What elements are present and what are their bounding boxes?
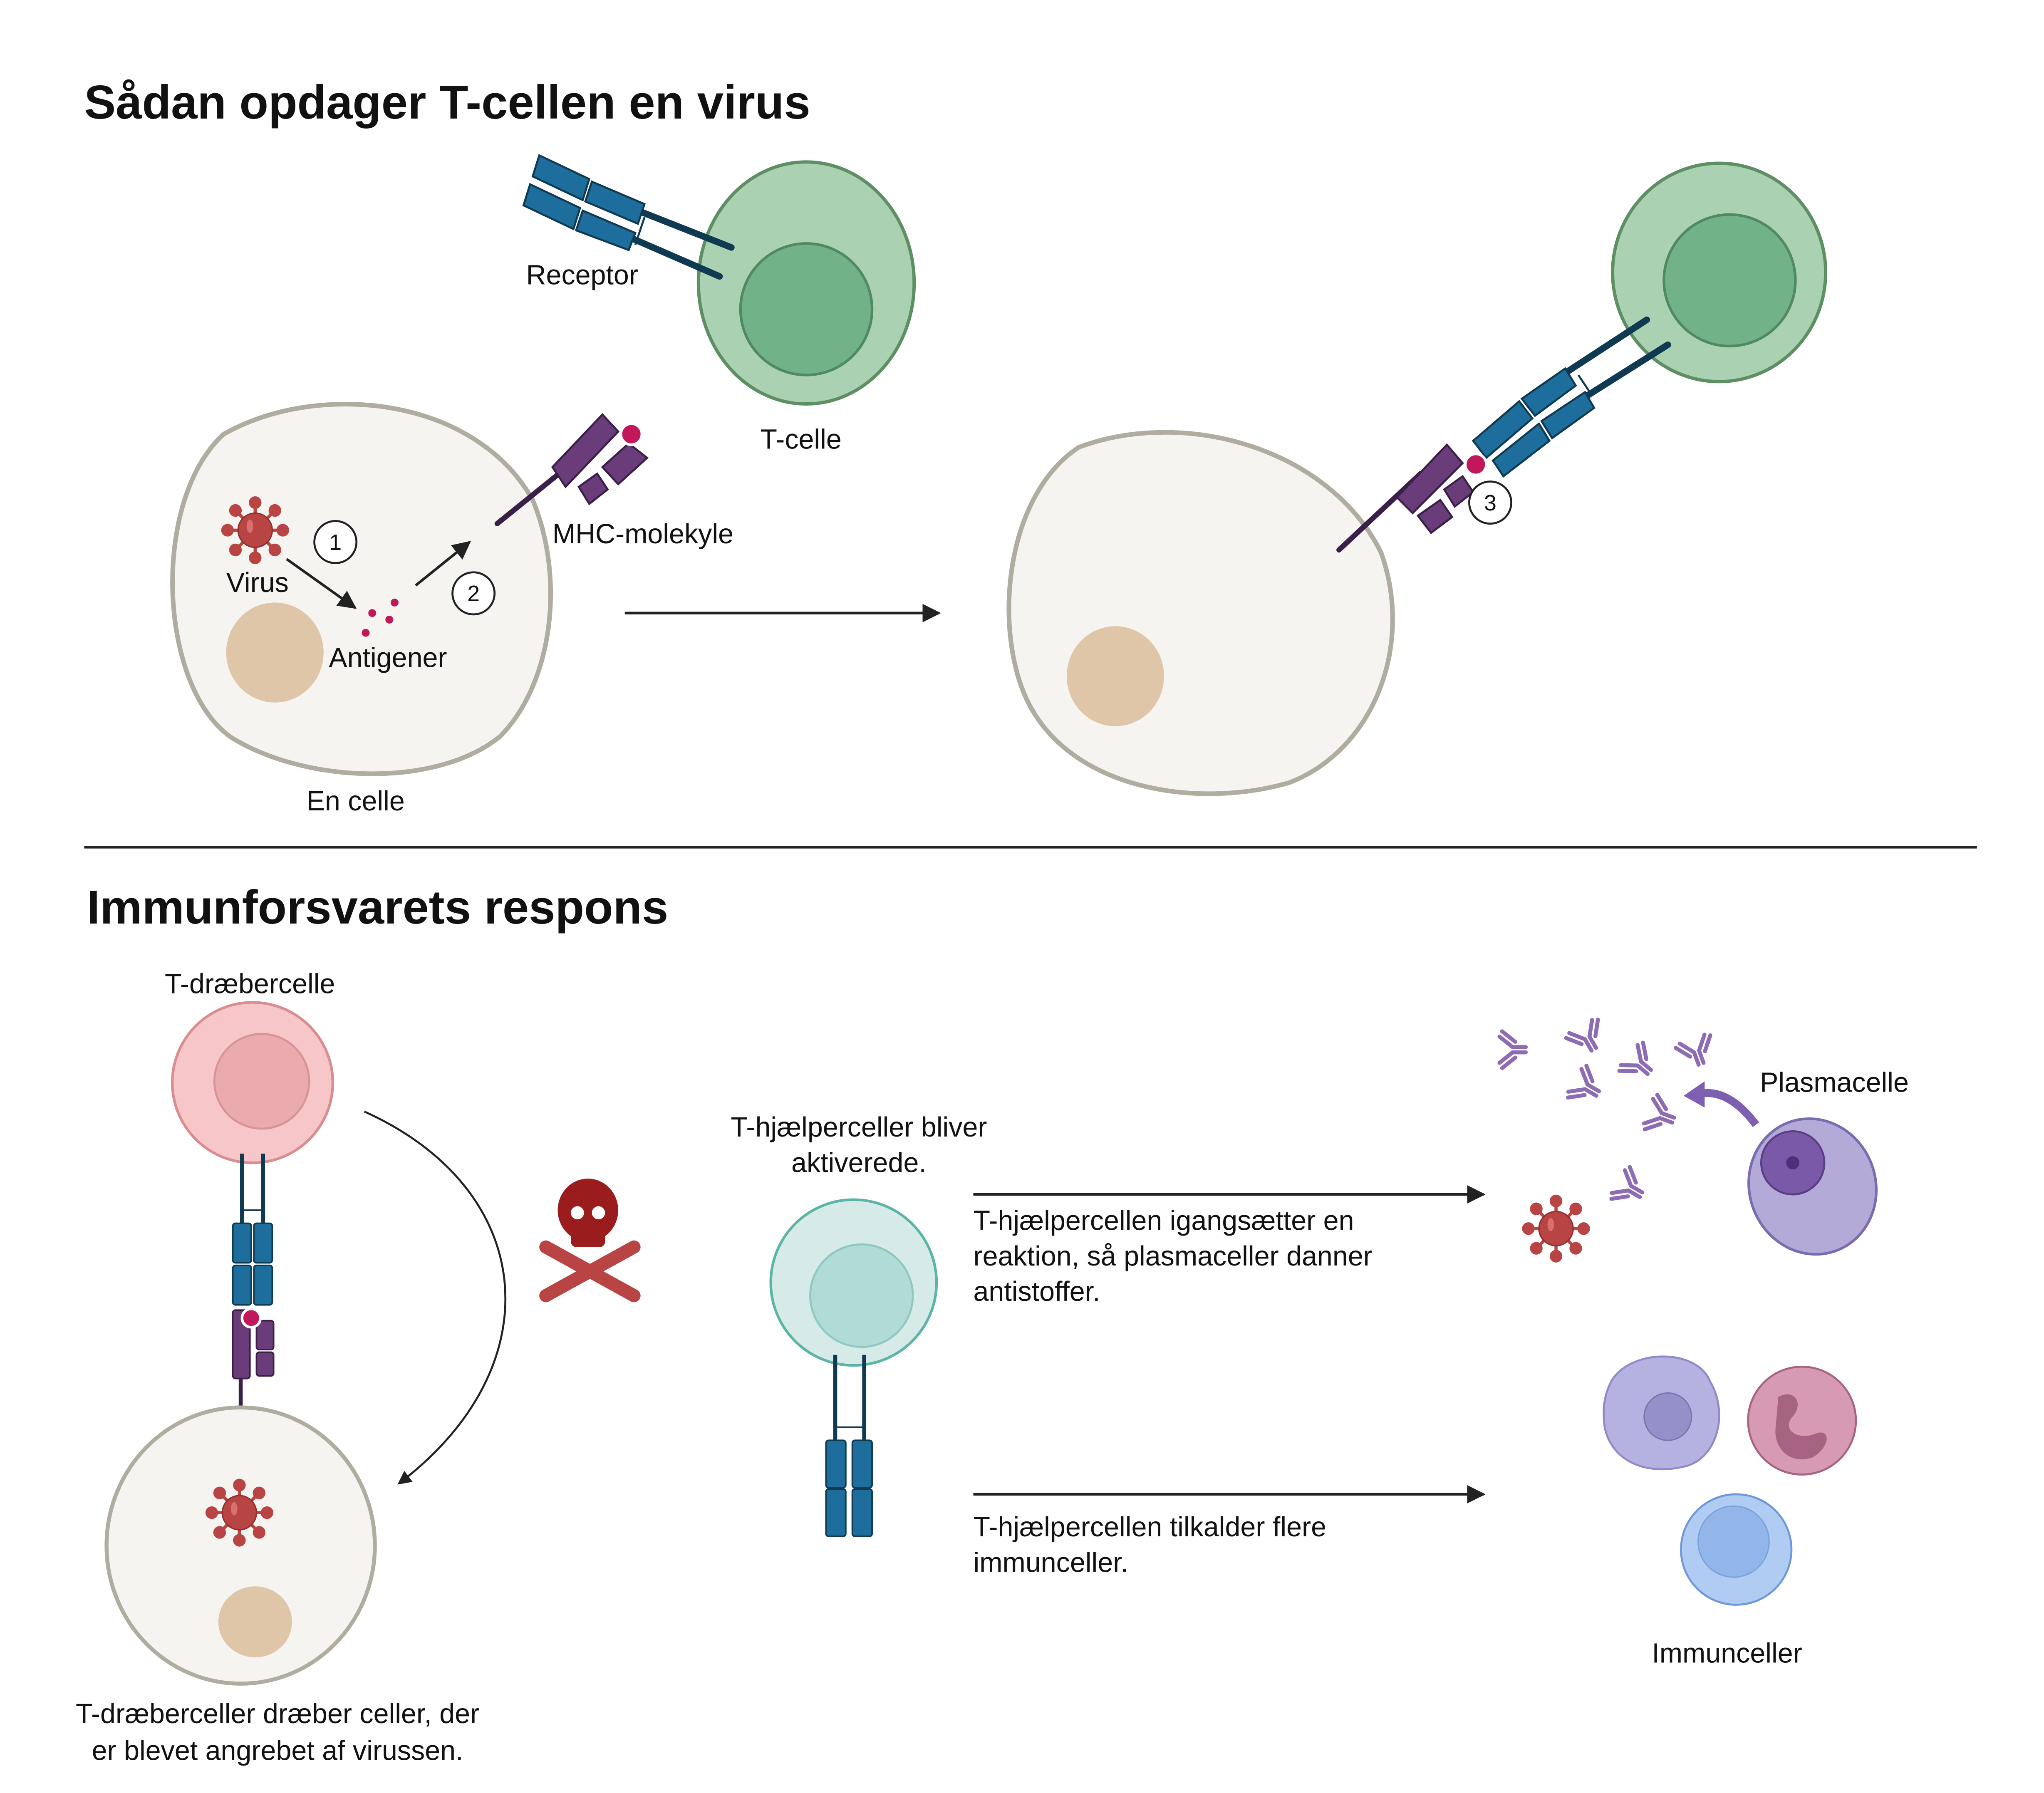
virus-icon (223, 498, 288, 563)
receptor-label: Receptor (526, 260, 638, 290)
helper-label-line2: aktiverede. (791, 1147, 927, 1178)
svg-text:1: 1 (329, 530, 342, 555)
neutrophil-cell (1747, 1365, 1857, 1476)
killer-receptor-complex-icon (232, 1154, 275, 1434)
plasma-text-line1: T-hjælpercellen igangsætter en (974, 1205, 1354, 1236)
step-3-badge: 3 (1468, 480, 1512, 525)
svg-text:3: 3 (1484, 490, 1496, 515)
secretion-arrowhead (1683, 1081, 1705, 1108)
helper-receptor-icon (825, 1355, 873, 1537)
lymphocyte-cell (1680, 1493, 1793, 1606)
receptor-mhc-complex-icon (1336, 316, 1671, 553)
plasma-text-line2: reaktion, så plasmaceller danner (974, 1241, 1373, 1272)
nucleus (226, 602, 324, 703)
antigen-label: Antigener (329, 642, 447, 673)
step-2-badge: 2 (451, 571, 496, 616)
plasma-label: Plasmacelle (1760, 1067, 1909, 1098)
plasma-text-line3: antistoffer. (974, 1276, 1100, 1307)
helper-label-line1: T-hjælperceller bliver (731, 1112, 987, 1143)
macrophage-cell (1603, 1355, 1720, 1471)
virus-label: Virus (226, 567, 289, 598)
immune-text-line2: immunceller. (974, 1547, 1129, 1578)
t-cell-label: T-celle (760, 424, 842, 455)
arrow-antigen-to-mhc (415, 541, 471, 587)
host-cell (170, 402, 553, 776)
mhc-molecule-icon (494, 413, 649, 527)
virus-icon-infected (207, 1480, 272, 1545)
plasma-cell (1747, 1117, 1878, 1256)
killer-t-cell (171, 1001, 334, 1164)
immune-text-line1: T-hjælpercellen tilkalder flere (974, 1512, 1326, 1543)
virus-icon-antibody (1524, 1196, 1588, 1261)
t-cell (696, 160, 916, 406)
host-cell-bound (1006, 430, 1395, 796)
skull-crossbones-icon (539, 1179, 641, 1303)
step-1-badge: 1 (313, 520, 358, 564)
arrow-virus-to-antigen (286, 558, 357, 609)
killer-caption-line2: er blevet angrebet af virussen. (92, 1736, 463, 1766)
killer-cell-label: T-dræbercelle (165, 968, 335, 999)
secretion-arrow (1695, 1089, 1759, 1127)
killer-caption-line1: T-dræberceller dræber celler, der (76, 1699, 479, 1729)
helper-t-cell (769, 1198, 938, 1367)
mhc-label: MHC-molekyle (552, 519, 733, 550)
antibodies-icon (1499, 1017, 1718, 1211)
section2-title: Immunforsvarets respons (87, 881, 669, 934)
kill-arrow (364, 1110, 507, 1485)
t-cell-bound (1611, 161, 1828, 384)
antigen-dots (362, 598, 399, 637)
cell-label: En celle (307, 786, 405, 817)
immune-cells-label: Immunceller (1652, 1638, 1802, 1669)
receptor-icon (522, 154, 735, 280)
svg-text:2: 2 (467, 581, 480, 606)
section1-title: Sådan opdager T-cellen en virus (84, 76, 810, 129)
